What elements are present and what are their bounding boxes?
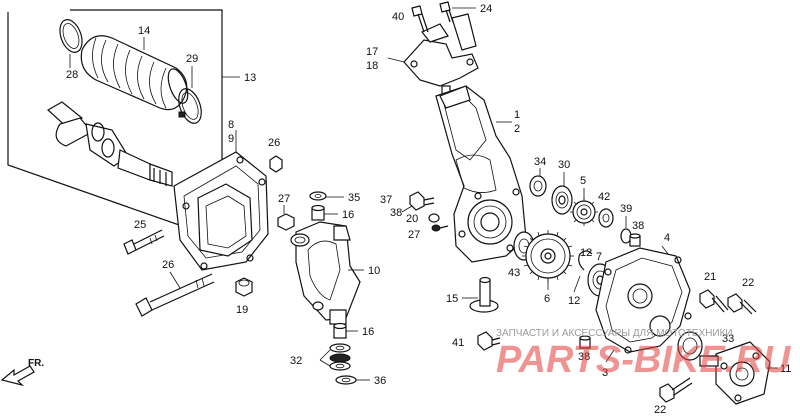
bolt-22-upper-part xyxy=(727,293,757,315)
callout-36: 37 xyxy=(380,194,392,206)
drive-shaft-part xyxy=(46,101,173,187)
gear-case-cover-4-group xyxy=(595,247,692,354)
callout-14: 14 xyxy=(138,25,150,37)
callout-2: 2 xyxy=(514,123,520,135)
callout-42: 42 xyxy=(598,191,610,203)
callout-43: 43 xyxy=(508,267,520,279)
callout-32: 33 xyxy=(722,333,734,345)
boot-clamp-part xyxy=(178,88,202,124)
driveshaft-group: 28 14 29 13 xyxy=(7,9,256,241)
callout-35: 36 xyxy=(374,375,386,387)
callout-29: 29 xyxy=(186,53,198,65)
callout-22-upper: 22 xyxy=(742,277,754,289)
callout-4: 4 xyxy=(664,232,670,244)
front-direction-label: FR. xyxy=(28,358,44,369)
bolt-25-part xyxy=(135,273,215,317)
callout-25: 26 xyxy=(162,259,174,271)
callout-30: 30 xyxy=(558,159,570,171)
callout-12-upper: 12 xyxy=(580,247,592,259)
callout-13: 13 xyxy=(244,72,256,84)
callout-26-upper: 26 xyxy=(268,137,280,149)
knuckle-arm-group xyxy=(290,221,361,325)
callout-41: 41 xyxy=(452,337,464,349)
callout-31: 32 xyxy=(290,355,302,367)
bolt-23-part xyxy=(439,1,454,23)
callout-20: 20 xyxy=(406,213,418,225)
callout-10: 10 xyxy=(368,265,380,277)
callout-5: 5 xyxy=(580,175,586,187)
bearing-42-part xyxy=(598,208,614,228)
callout-22-lower: 22 xyxy=(654,404,666,416)
bushing-16-lower-part xyxy=(333,322,347,339)
seal-ring-part xyxy=(59,19,83,53)
callout-6: 6 xyxy=(544,293,550,305)
callout-40: 40 xyxy=(392,11,404,23)
shaft-15-part xyxy=(469,276,499,313)
bearing-33-part xyxy=(529,175,547,197)
bolt-36-part xyxy=(409,191,435,211)
callout-16-upper: 16 xyxy=(342,209,354,221)
callout-37: 38 xyxy=(390,207,402,219)
washer-31-part xyxy=(329,343,351,371)
bearing-30-part xyxy=(551,185,573,215)
callout-9: 9 xyxy=(228,133,234,145)
flange-11-part xyxy=(699,341,771,405)
callout-38-upper: 38 xyxy=(632,220,644,232)
bolt-24-part xyxy=(123,229,165,255)
bolts-left-group: 25 26 19 xyxy=(123,219,253,317)
washer-35-part xyxy=(335,375,357,385)
pin-38-upper-part xyxy=(629,233,641,247)
bolt-22-lower-part xyxy=(659,377,693,403)
callout-15: 15 xyxy=(446,293,458,305)
callout-24: 25 xyxy=(134,219,146,231)
rubber-boot-part xyxy=(80,35,189,111)
callout-28: 28 xyxy=(66,69,78,81)
callout-18: 18 xyxy=(366,60,378,72)
bolt-41-part xyxy=(477,331,501,351)
callout-8: 8 xyxy=(228,119,234,131)
callout-39: 39 xyxy=(620,203,632,215)
bolt-40-part xyxy=(411,5,429,33)
callout-19: 19 xyxy=(236,304,248,316)
nut-26-lower-part xyxy=(277,213,295,231)
callout-21: 21 xyxy=(704,271,716,283)
circlip-12-part xyxy=(578,250,593,271)
callout-3: 3 xyxy=(602,367,608,379)
callout-27: 27 xyxy=(408,229,420,241)
callout-33: 34 xyxy=(534,156,546,168)
callout-26-lower: 27 xyxy=(278,193,290,205)
large-gear-6-part xyxy=(522,230,574,282)
callout-17: 17 xyxy=(366,46,378,58)
gear-case-body-group xyxy=(435,85,527,263)
watermark: ЗАПЧАСТИ И АКСЕССУАРЫ ДЛЯ МОТОТЕХНИКИ PA… xyxy=(496,328,792,381)
bushing-16-upper-part xyxy=(311,204,325,221)
gear-case-cover-group xyxy=(173,130,269,271)
bolt-20-part xyxy=(428,213,449,232)
callout-38-lower: 38 xyxy=(578,351,590,363)
bearing-32-part xyxy=(677,331,703,361)
nut-26-upper-part xyxy=(269,155,283,173)
nut-19-part xyxy=(235,277,253,297)
small-gear-5-part xyxy=(570,198,598,226)
callout-7: 7 xyxy=(596,251,602,263)
callout-11: 11 xyxy=(780,363,791,375)
callout-12-lower: 12 xyxy=(568,295,580,307)
pin-38-lower-part xyxy=(579,335,591,349)
bolt-21-part xyxy=(699,289,729,313)
washer-34-part xyxy=(309,191,327,201)
callout-1: 1 xyxy=(514,109,520,121)
front-direction-arrow: FR. xyxy=(0,358,44,387)
watermark-tagline: ЗАПЧАСТИ И АКСЕССУАРЫ ДЛЯ МОТОТЕХНИКИ xyxy=(496,328,733,339)
mount-bracket-group xyxy=(387,13,479,97)
callout-23: 24 xyxy=(480,3,492,15)
callout-16-lower: 16 xyxy=(362,326,374,338)
callout-34: 35 xyxy=(348,192,360,204)
watermark-logo: PARTS-BIKE.RU xyxy=(496,339,792,381)
